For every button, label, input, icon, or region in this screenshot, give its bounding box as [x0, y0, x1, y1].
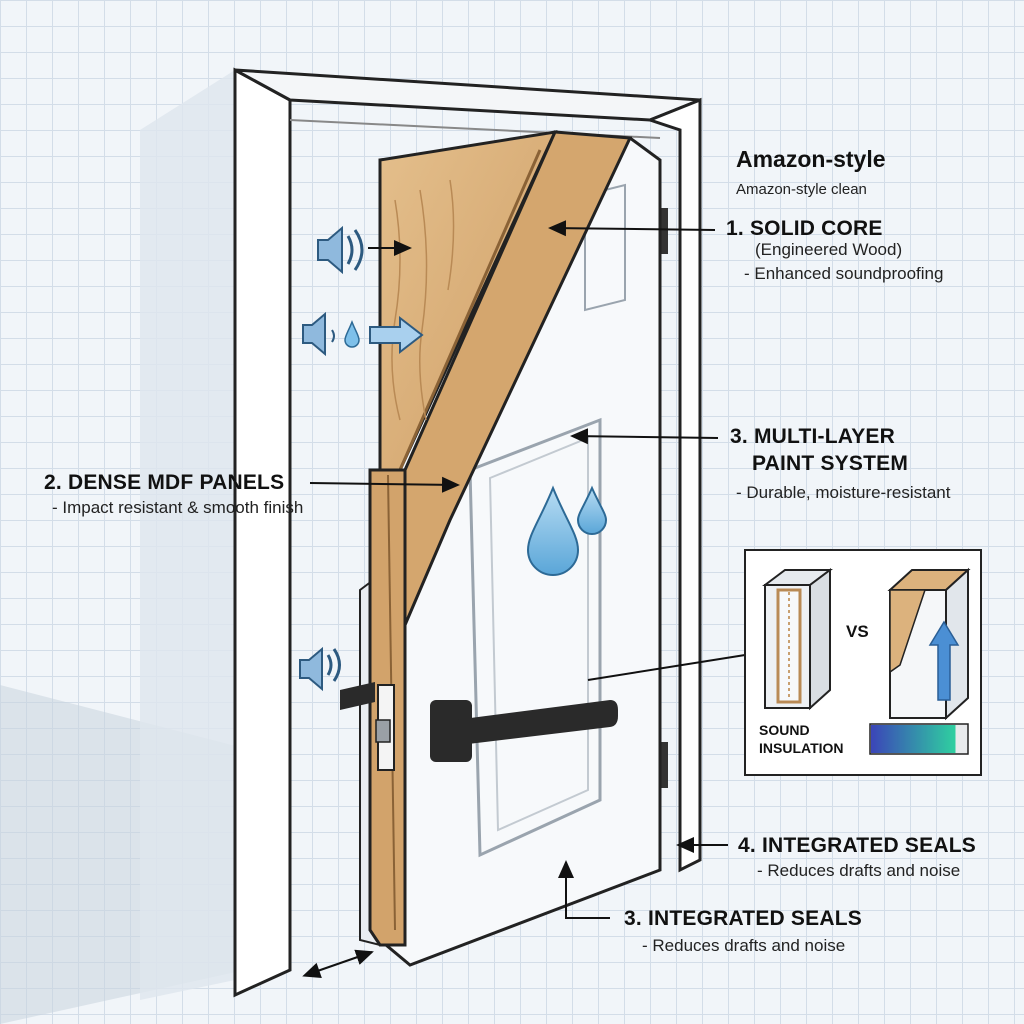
top-hinge [660, 208, 668, 254]
comparison-inset [744, 549, 982, 776]
door-frame [233, 67, 702, 998]
wood-core-cutaway [368, 130, 633, 947]
callout-leaders [302, 220, 746, 978]
page-subtitle: Amazon-style clean [736, 181, 867, 198]
callout-2-heading: 2. DENSE MDF PANELS [44, 471, 285, 494]
callout-4-heading: 4. INTEGRATED SEALS [738, 834, 976, 857]
wall-shadow [140, 70, 235, 1000]
callout-5-heading: 3. INTEGRATED SEALS [624, 907, 862, 930]
door-handle [340, 682, 618, 762]
callout-1-line-2: - Enhanced soundproofing [744, 264, 944, 283]
water-drop-icons [526, 485, 608, 576]
callout-5-line-1: - Reduces drafts and noise [642, 936, 846, 955]
solid-core-sample [887, 567, 971, 721]
inset-sound-label-line-1: SOUND [759, 722, 810, 738]
callout-3-heading-line-2: PAINT SYSTEM [752, 452, 909, 475]
callout-3-line-1: - Durable, moisture-resistant [736, 483, 951, 502]
inset-sound-label-line-2: INSULATION [759, 740, 844, 756]
callout-2-line-1: - Impact resistant & smooth finish [52, 498, 304, 517]
bottom-hinge [660, 742, 668, 788]
callout-1-heading: 1. SOLID CORE [726, 217, 883, 240]
speaker-water-icon [302, 311, 424, 357]
callout-3-heading-line-1: 3. MULTI-LAYER [730, 425, 895, 448]
speaker-icon-bottom [299, 646, 341, 692]
sound-insulation-bar-fill [871, 725, 956, 753]
callout-4-line-1: - Reduces drafts and noise [757, 861, 961, 880]
callout-1-line-1: (Engineered Wood) [755, 240, 903, 259]
speaker-icon-top [317, 225, 364, 275]
inset-vs-label: VS [846, 622, 869, 641]
page-title: Amazon-style [736, 146, 886, 172]
hollow-core-sample [762, 568, 833, 711]
